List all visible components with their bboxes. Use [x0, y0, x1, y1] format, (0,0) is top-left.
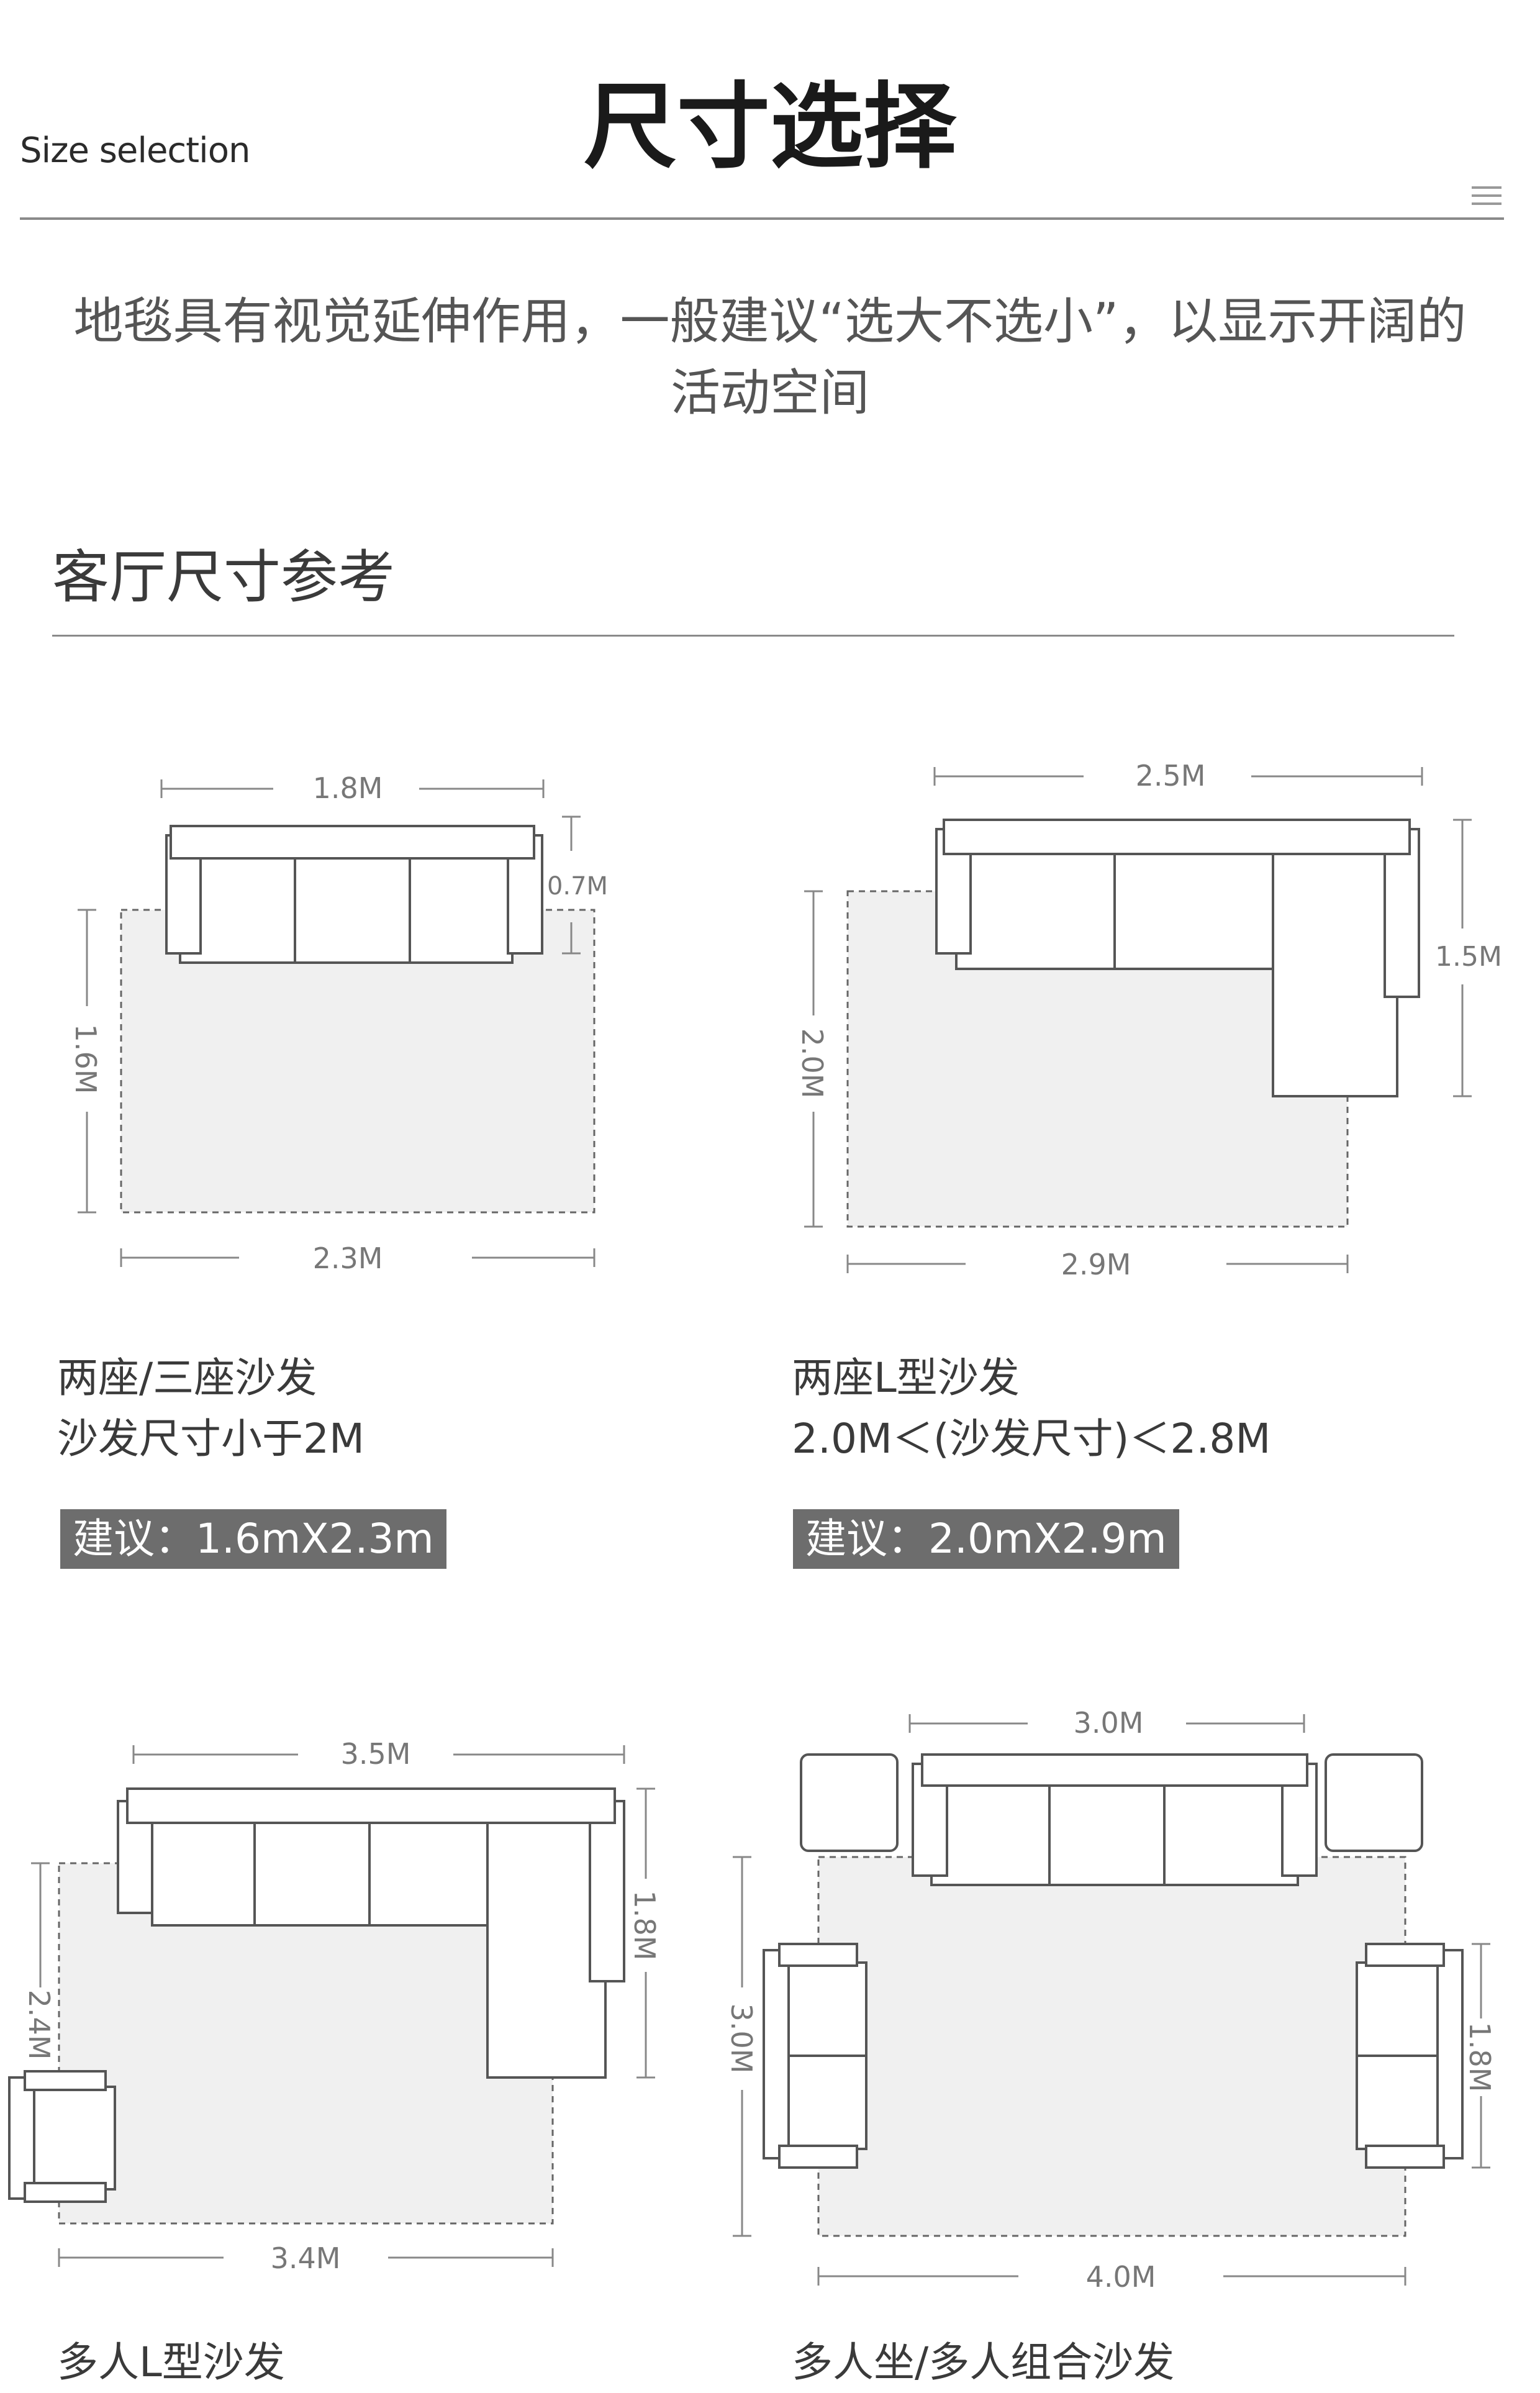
dim-bottom-label: 4.0M — [1086, 2260, 1156, 2294]
dimension-lines — [78, 779, 596, 1267]
sofa-three-seat-center — [912, 1753, 1318, 1886]
sofa-three-seat — [165, 825, 543, 964]
dim-side-label: 2.0M — [795, 1028, 829, 1099]
armchair — [8, 2070, 116, 2203]
header-divider — [20, 217, 1504, 220]
intro-text: 地毯具有视觉延伸作用，一般建议“选大不选小”，以显示开阔的活动空间 — [73, 293, 1467, 422]
plan-multi-seat-combination-sofa — [733, 1714, 1490, 2286]
dim-top-label: 3.5M — [341, 1737, 411, 1771]
dim-bottom-label: 3.4M — [271, 2241, 341, 2275]
dim-depth-label: 1.5M — [1435, 941, 1502, 973]
armchair-left — [763, 1943, 867, 2169]
card-4-title: 多人坐/多人组合沙发 — [792, 2338, 1175, 2386]
dimension-lines — [733, 1714, 1490, 2286]
card-4-caption: 多人坐/多人组合沙发 — [792, 2332, 1174, 2393]
plan-two-three-seat-sofa — [78, 779, 596, 1267]
card-3-title: 多人L型沙发 — [57, 2338, 285, 2386]
dim-top-label: 2.5M — [1136, 759, 1206, 792]
dim-bottom-label: 2.3M — [313, 1242, 383, 1275]
dim-top-label: 3.0M — [1074, 1706, 1144, 1740]
dim-depth-label: 0.7M — [547, 872, 608, 901]
card-1-title: 两座/三座沙发 — [57, 1354, 317, 1402]
dim-side-label: 2.4M — [22, 1990, 56, 2060]
section-title: 客厅尺寸参考 — [52, 544, 396, 611]
dimension-lines — [804, 767, 1472, 1273]
page-title: 尺寸选择 — [584, 73, 957, 181]
sofa-large-l-shape — [117, 1787, 625, 2079]
dim-top-label: 1.8M — [313, 771, 383, 805]
card-2-size-range: 2.0M＜(沙发尺寸)＜2.8M — [792, 1415, 1271, 1463]
dim-depth-label: 1.8M — [1463, 2022, 1497, 2092]
card-1-size-range: 沙发尺寸小于2M — [57, 1415, 365, 1463]
armchair-right — [1356, 1943, 1464, 2169]
card-1-caption: 两座/三座沙发 沙发尺寸小于2M — [57, 1348, 365, 1469]
card-2-suggestion: 建议：2.0mX2.9m — [793, 1509, 1179, 1569]
rug-outline — [817, 1856, 1406, 2237]
dimension-lines — [31, 1745, 655, 2267]
subtitle-en: Size selection — [20, 130, 250, 171]
dim-side-label: 1.6M — [69, 1024, 102, 1094]
side-table-right — [1325, 1753, 1423, 1852]
card-3-caption: 多人L型沙发 — [57, 2332, 285, 2393]
menu-icon — [1472, 186, 1502, 209]
card-2-caption: 两座L型沙发 2.0M＜(沙发尺寸)＜2.8M — [792, 1348, 1270, 1469]
side-table-left — [800, 1753, 899, 1852]
dim-side-label: 3.0M — [725, 2004, 758, 2074]
dim-depth-label: 1.8M — [628, 1891, 661, 1961]
plan-multi-seat-l-sofa — [8, 1745, 655, 2267]
section-divider — [52, 635, 1454, 637]
dim-bottom-label: 2.9M — [1061, 1248, 1131, 1281]
plan-two-seat-l-sofa — [804, 767, 1472, 1273]
card-1-suggestion: 建议：1.6mX2.3m — [60, 1509, 446, 1569]
sofa-l-shape — [935, 819, 1420, 1097]
card-2-title: 两座L型沙发 — [792, 1354, 1020, 1402]
